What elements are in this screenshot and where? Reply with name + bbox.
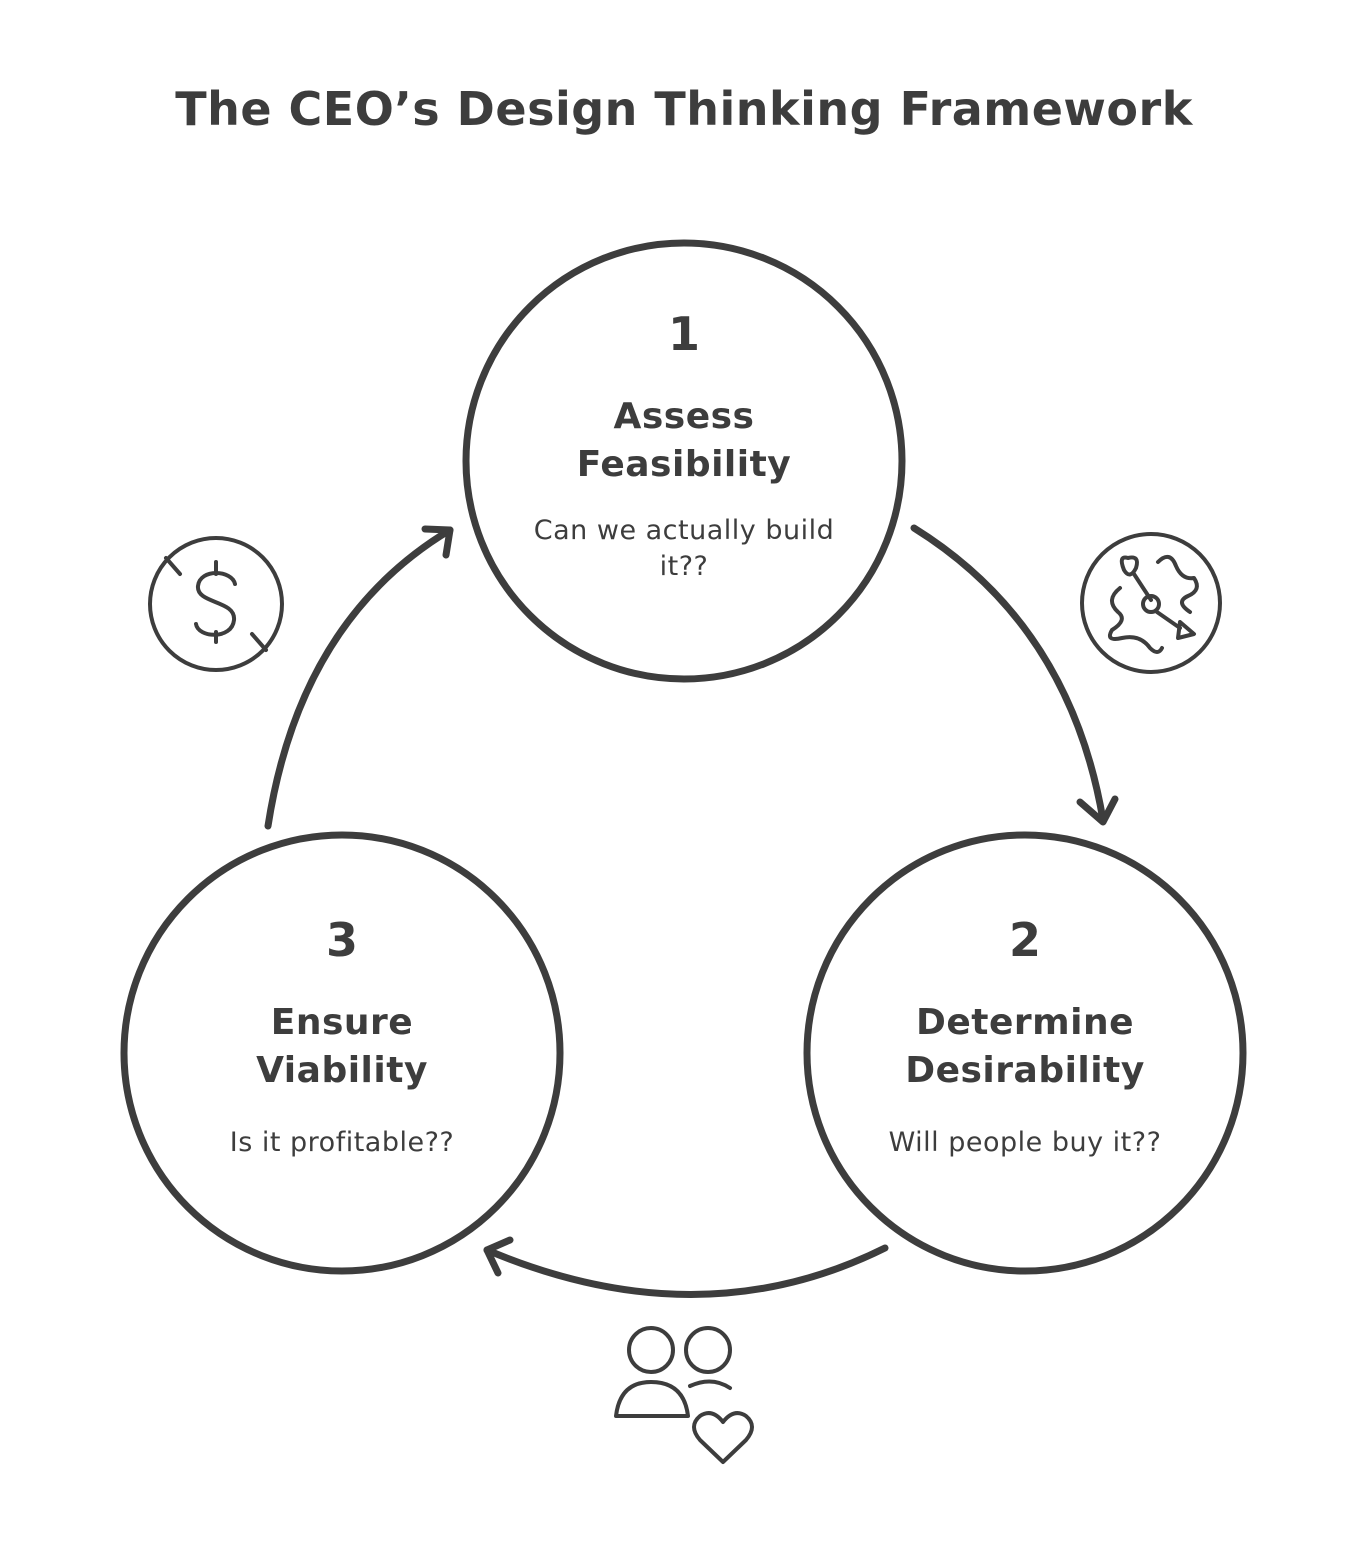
step-2-label: Determine Desirability — [905, 1002, 1145, 1091]
dollar-icon — [148, 536, 284, 672]
step-3-circle — [120, 831, 564, 1275]
step-3-description: Is it profitable?? — [229, 1127, 455, 1158]
step-3-number: 3 — [325, 913, 358, 967]
step-1-circle — [462, 239, 906, 683]
step-3: 3 Ensure Viability Is it profitable?? — [124, 835, 560, 1271]
step-1-description: Can we actually build it?? — [533, 515, 835, 582]
step-3-label: Ensure Viability — [256, 1002, 428, 1091]
arrow-1-to-2 — [910, 524, 1119, 826]
arrow-2-to-3 — [483, 1236, 889, 1298]
arrow-3-to-1 — [264, 525, 454, 830]
step-2-circle — [803, 831, 1247, 1275]
compass-path-icon — [1080, 532, 1222, 674]
step-2-description: Will people buy it?? — [888, 1127, 1162, 1158]
diagram-title: The CEO’s Design Thinking Framework — [175, 82, 1193, 136]
step-1-number: 1 — [667, 307, 700, 361]
step-2: 2 Determine Desirability Will people buy… — [807, 835, 1243, 1271]
step-2-number: 2 — [1008, 913, 1041, 967]
step-1-label: Assess Feasibility — [576, 396, 792, 485]
people-heart-icon — [614, 1326, 754, 1464]
step-1: 1 Assess Feasibility Can we actually bui… — [466, 243, 902, 679]
